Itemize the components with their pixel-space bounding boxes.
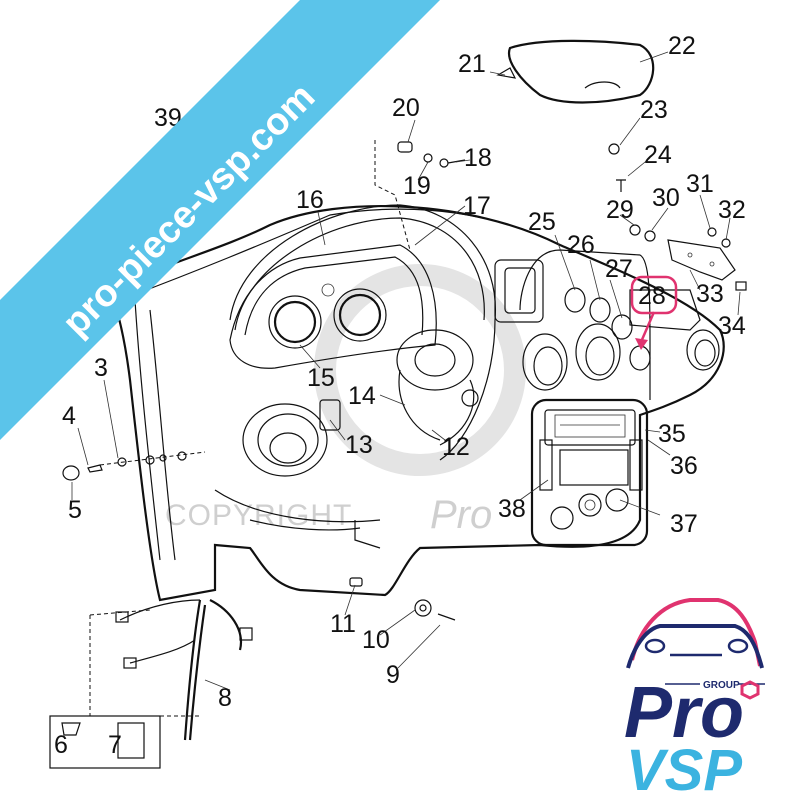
callout-18: 18 — [464, 144, 492, 172]
callout-38: 38 — [498, 495, 526, 523]
callout-24: 24 — [644, 141, 672, 169]
callout-6: 6 — [54, 731, 68, 759]
logo-pro-text: Pro — [624, 673, 744, 753]
leader-lines — [71, 51, 741, 691]
callout-23: 23 — [640, 96, 668, 124]
highlight-28 — [630, 275, 678, 350]
callout-10: 10 — [362, 626, 390, 654]
car-roof-icon — [630, 598, 762, 667]
callout-5: 5 — [68, 496, 82, 524]
callout-17: 17 — [463, 192, 491, 220]
logo-vsp-text: VSP — [626, 738, 742, 800]
callout-7: 7 — [108, 731, 122, 759]
callout-22: 22 — [668, 32, 696, 60]
callout-8: 8 — [218, 684, 232, 712]
callout-25: 25 — [528, 208, 556, 236]
callout-29: 29 — [606, 196, 634, 224]
callout-15: 15 — [307, 364, 335, 392]
callout-20: 20 — [392, 94, 420, 122]
callout-11: 11 — [330, 610, 356, 638]
callout-36: 36 — [670, 452, 698, 480]
callout-33: 33 — [696, 280, 724, 308]
copyright-watermark: COPYRIGHT — [165, 499, 352, 532]
callout-14: 14 — [348, 382, 376, 410]
callout-30: 30 — [652, 184, 680, 212]
logo-group-text: GROUP — [703, 680, 740, 691]
banner-stripe — [0, 0, 440, 440]
dashboard-body — [108, 204, 725, 602]
hex-nut-icon — [740, 680, 760, 700]
callout-numbers: 2 3 4 5 6 7 8 9 10 11 12 13 14 15 16 17 … — [54, 32, 746, 759]
callout-34: 34 — [718, 312, 746, 340]
callout-9: 9 — [386, 661, 400, 689]
callout-3: 3 — [94, 354, 108, 382]
callout-32: 32 — [718, 196, 746, 224]
callout-31: 31 — [686, 170, 714, 198]
callout-19: 19 — [403, 172, 431, 200]
callout-13: 13 — [345, 431, 373, 459]
provsp-logo: GROUP Pro VSP — [624, 598, 765, 800]
background-watermark: COPYRIGHT Pro — [165, 264, 526, 537]
callout-21: 21 — [458, 50, 486, 78]
callout-4: 4 — [62, 402, 76, 430]
callout-12: 12 — [442, 433, 470, 461]
callout-35: 35 — [658, 420, 686, 448]
callout-26: 26 — [567, 231, 595, 259]
car-body-icon — [626, 624, 764, 669]
pro-watermark: Pro — [430, 493, 492, 537]
callout-27: 27 — [605, 255, 633, 283]
callout-28: 28 — [638, 282, 666, 310]
callout-16: 16 — [296, 186, 324, 214]
callout-37: 37 — [670, 510, 698, 538]
